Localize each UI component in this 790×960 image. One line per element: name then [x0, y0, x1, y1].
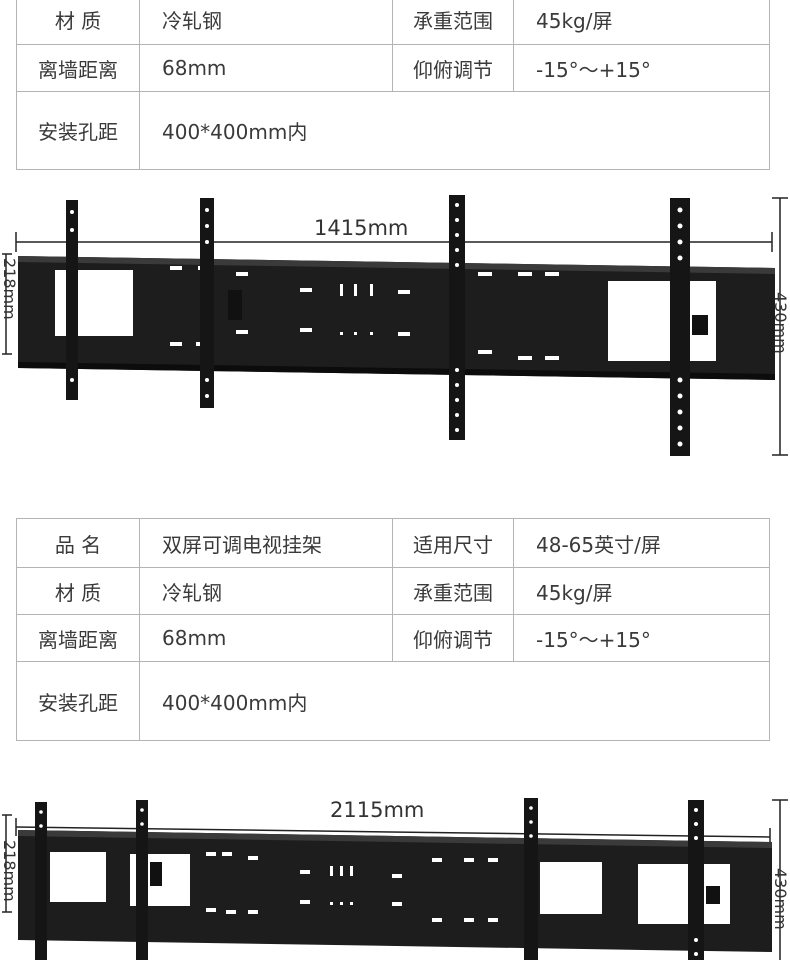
- rail-height-label: 218mm: [0, 258, 19, 320]
- table-row: 离墙距离 68mm 仰俯调节 -15°～+15°: [16, 614, 770, 662]
- vertical-bracket: [35, 798, 704, 960]
- width-label: 2115mm: [330, 798, 425, 822]
- table-row: 材 质 冷轧钢 承重范围 45kg/屏: [16, 567, 770, 615]
- spec-label: 仰俯调节: [392, 44, 514, 92]
- height-dimension-line: [772, 799, 788, 960]
- spec-value: 48-65英寸/屏: [513, 518, 770, 568]
- spec-label: 承重范围: [392, 0, 514, 45]
- spec-label: 仰俯调节: [392, 614, 514, 662]
- spec-label: 安装孔距: [16, 661, 140, 741]
- table-row: 品 名 双屏可调电视挂架 适用尺寸 48-65英寸/屏: [16, 518, 770, 568]
- rail-height-label: 218mm: [0, 840, 19, 902]
- spec-value: 68mm: [139, 44, 393, 92]
- spec-label: 离墙距离: [16, 614, 140, 662]
- bracket-holes: [70, 203, 683, 447]
- spec-label: 材 质: [16, 0, 140, 45]
- spec-label: 安装孔距: [16, 91, 140, 170]
- plate-slots: [206, 852, 498, 922]
- table-row: 安装孔距 400*400mm内: [16, 661, 770, 741]
- bracket-holes: [39, 806, 698, 956]
- spec-value: 45kg/屏: [513, 0, 770, 45]
- spec-label: 承重范围: [392, 567, 514, 615]
- plate-cutout: [50, 852, 106, 902]
- tilt-knob: [150, 862, 720, 904]
- plate-slots: [170, 266, 559, 360]
- rail-height-dimension-line: [2, 253, 12, 355]
- plate-cutout: [540, 862, 602, 914]
- vertical-bracket: [66, 195, 690, 456]
- width-dimension-line: [15, 232, 773, 252]
- spec-value: -15°～+15°: [513, 614, 770, 662]
- height-label: 430mm: [771, 868, 790, 930]
- spec-value: 400*400mm内: [139, 661, 770, 741]
- mount-diagram-2: [2, 798, 788, 960]
- spec-table-2: 品 名 双屏可调电视挂架 适用尺寸 48-65英寸/屏 材 质 冷轧钢 承重范围…: [16, 518, 770, 741]
- spec-table-1: 材 质 冷轧钢 承重范围 45kg/屏 离墙距离 68mm 仰俯调节 -15°～…: [16, 0, 770, 170]
- spec-label: 离墙距离: [16, 44, 140, 92]
- height-dimension-line: [772, 197, 788, 456]
- wall-plate: [18, 830, 772, 952]
- table-row: 离墙距离 68mm 仰俯调节 -15°～+15°: [16, 44, 770, 92]
- tilt-knob: [228, 290, 708, 335]
- spec-value: -15°～+15°: [513, 44, 770, 92]
- spec-value: 68mm: [139, 614, 393, 662]
- spec-value: 冷轧钢: [139, 0, 393, 45]
- width-label: 1415mm: [314, 216, 409, 240]
- spec-label: 材 质: [16, 567, 140, 615]
- spec-value: 双屏可调电视挂架: [139, 518, 393, 568]
- spec-value: 冷轧钢: [139, 567, 393, 615]
- spec-label: 适用尺寸: [392, 518, 514, 568]
- height-label: 430mm: [771, 292, 790, 354]
- spec-value: 400*400mm内: [139, 91, 770, 170]
- mount-diagram-1: [2, 195, 788, 456]
- table-row: 材 质 冷轧钢 承重范围 45kg/屏: [16, 0, 770, 45]
- table-row: 安装孔距 400*400mm内: [16, 91, 770, 170]
- spec-label: 品 名: [16, 518, 140, 568]
- spec-value: 45kg/屏: [513, 567, 770, 615]
- rail-height-dimension-line: [2, 814, 12, 913]
